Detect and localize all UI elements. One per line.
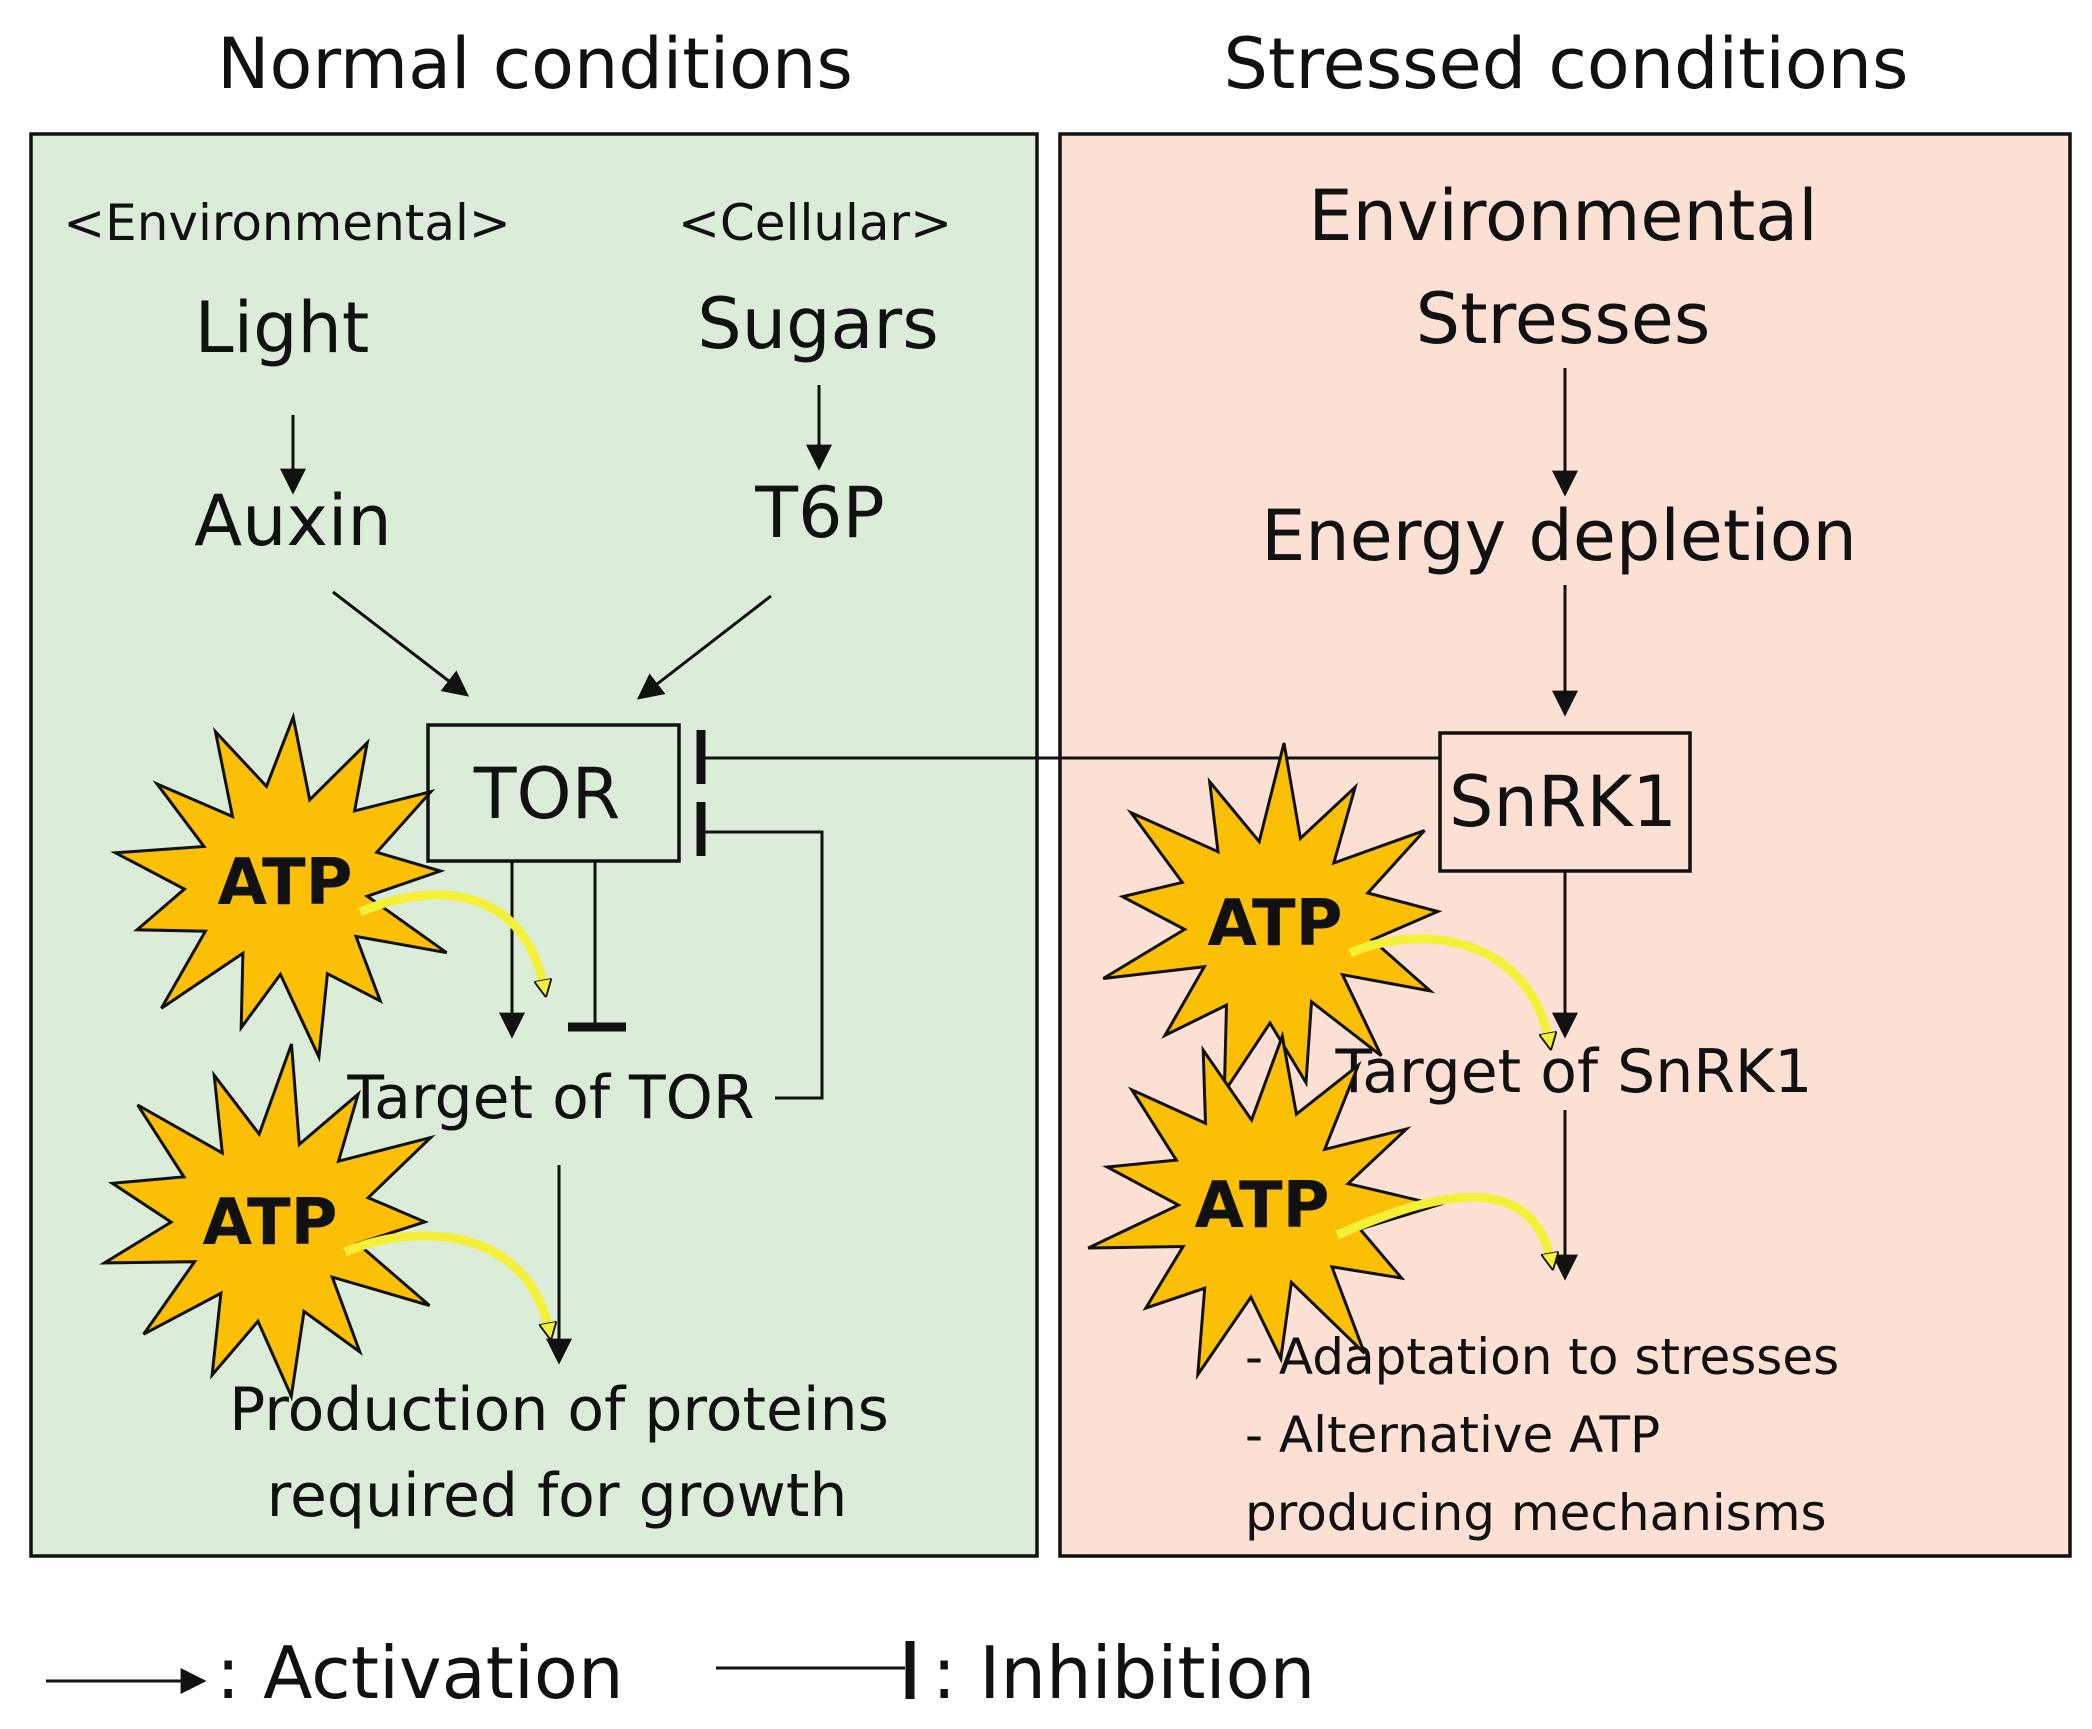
auxin-to-tor-arrow [332,590,470,697]
energy-depletion-label: Energy depletion [1261,495,1857,577]
atp-star-snrk1-arrow [1348,934,1550,1045]
target-feedback-inhibition-line [704,830,824,1100]
auxin-label: Auxin [194,480,392,562]
atp-star-snrk1-label: ATP [1207,887,1342,961]
atp-star-production-arrow [343,1231,550,1335]
atp-star-production-group: ATP [99,1043,551,1402]
atp-star-snrk1 [1102,742,1443,1098]
t6p-to-tor-arrow [636,594,772,700]
stressed-output-line1: - Adaptation to stresses [1245,1328,1839,1386]
light-label: Light [195,287,370,369]
atp-star-adaptation [1087,1030,1444,1381]
atp-star-production [99,1043,436,1402]
normal-title: Normal conditions [217,23,853,105]
legend-inhibition-label: : Inhibition [932,1631,1315,1715]
t6p-label: T6P [754,472,885,554]
stressed-output-line3: producing mechanisms [1245,1484,1827,1542]
target-of-snrk1-label: Target of SnRK1 [1335,1037,1813,1107]
atp-star-adaptation-group: ATP [1087,1030,1552,1381]
stressed-title: Stressed conditions [1224,23,1909,105]
atp-star-adaptation-label: ATP [1194,1169,1329,1243]
sugars-label: Sugars [697,283,938,365]
stress-line2: Stresses [1416,278,1711,360]
normal-output-line1: Production of proteins [229,1375,889,1445]
stress-line1: Environmental [1308,175,1817,257]
atp-star-tor-group: ATP [110,711,546,1063]
tor-label: TOR [473,753,621,835]
atp-star-adaptation-arrow [1335,1192,1552,1265]
atp-star-production-label: ATP [202,1186,337,1260]
target-of-tor-label: Target of TOR [346,1063,754,1133]
atp-star-tor-arrow [358,890,545,992]
atp-star-snrk1-group: ATP [1102,742,1550,1098]
legend-activation-label: : Activation [216,1631,624,1715]
atp-star-tor-label: ATP [217,846,352,920]
stressed-output-line2: - Alternative ATP [1245,1406,1660,1464]
cellular-label: <Cellular> [678,194,952,252]
atp-star-tor [110,711,448,1063]
normal-output-line2: required for growth [267,1461,848,1531]
snrk1-label: SnRK1 [1449,761,1677,843]
environmental-label: <Environmental> [63,194,511,252]
atp-layer: ATP ATP ATP ATP [99,711,1553,1402]
normal-conditions-panel [29,132,1039,1558]
